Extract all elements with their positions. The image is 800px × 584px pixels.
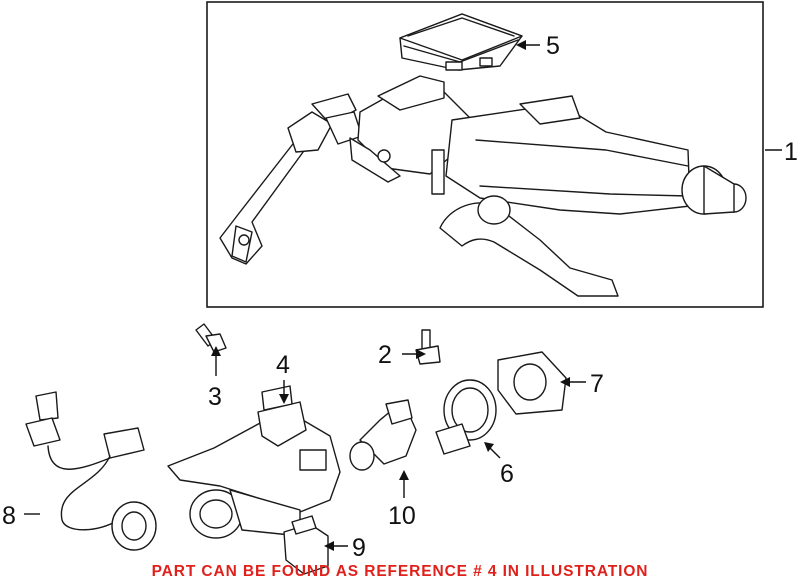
part-2-bolt bbox=[415, 329, 441, 365]
part-6-ring bbox=[435, 379, 497, 455]
part-9-switch bbox=[283, 515, 329, 575]
part-1-steering-column bbox=[219, 75, 747, 297]
callout-4: 4 bbox=[276, 351, 290, 379]
callout-3: 3 bbox=[208, 383, 222, 411]
leader-lines bbox=[24, 40, 782, 551]
part-5-module bbox=[399, 13, 523, 71]
part-10-lock-cylinder bbox=[349, 399, 417, 471]
callout-1: 1 bbox=[784, 138, 798, 166]
callout-7: 7 bbox=[590, 370, 604, 398]
callout-9: 9 bbox=[352, 534, 366, 562]
assembly-box bbox=[206, 1, 764, 308]
reference-note: PART CAN BE FOUND AS REFERENCE # 4 IN IL… bbox=[152, 563, 649, 580]
part-8-harness bbox=[25, 391, 157, 551]
callout-10: 10 bbox=[388, 502, 416, 530]
part-7-bushing bbox=[497, 351, 567, 415]
part-3-bolt bbox=[195, 323, 227, 353]
callout-6: 6 bbox=[500, 460, 514, 488]
callout-2: 2 bbox=[378, 341, 392, 369]
callout-5: 5 bbox=[546, 32, 560, 60]
callout-8: 8 bbox=[2, 502, 16, 530]
part-4-ignition-housing bbox=[167, 385, 341, 539]
